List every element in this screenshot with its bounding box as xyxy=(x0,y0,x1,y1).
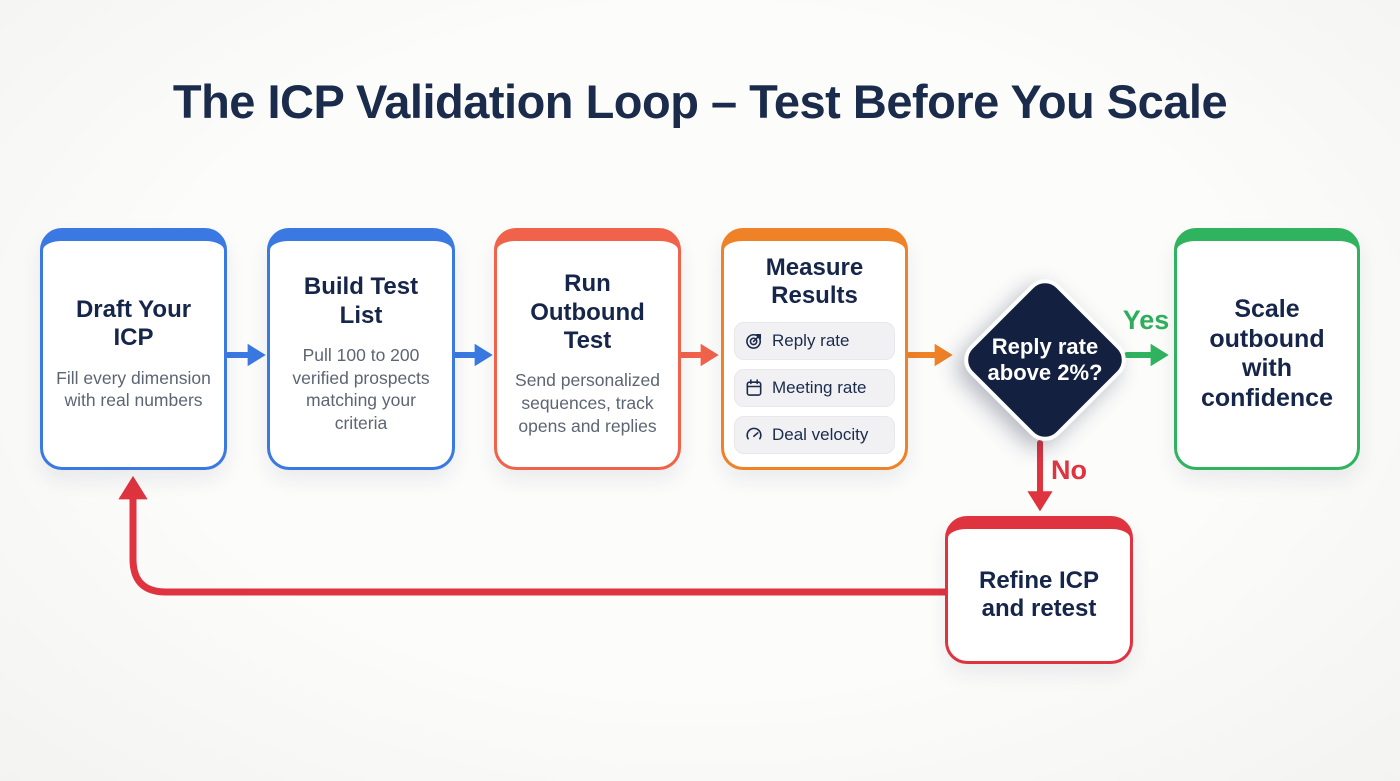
metric-list: Reply rate Meeting rate Deal velocity xyxy=(734,322,895,455)
yes-branch-label: Yes xyxy=(1122,305,1170,335)
gauge-icon xyxy=(746,427,762,440)
no-branch-label: No xyxy=(1051,455,1087,485)
decision-diamond: Reply rate above 2%? xyxy=(955,270,1135,450)
card-body: Fill every dimension with real numbers xyxy=(56,367,211,411)
page-title: The ICP Validation Loop – Test Before Yo… xyxy=(172,75,1228,128)
card-title: Build Test List xyxy=(303,273,419,329)
card-title: Run Outbound Test xyxy=(530,270,645,355)
metric-label: Reply rate xyxy=(772,331,850,351)
card-build-test-list: Build Test List Pull 100 to 200 verified… xyxy=(267,228,455,470)
metric-chip-reply-rate: Reply rate xyxy=(734,322,895,361)
target-icon xyxy=(746,334,762,350)
metric-chip-meeting-rate: Meeting rate xyxy=(734,369,895,408)
card-title: Measure Results xyxy=(765,253,864,309)
metric-label: Meeting rate xyxy=(772,378,867,398)
card-draft-your-icp: Draft Your ICP Fill every dimension with… xyxy=(40,228,227,470)
card-refine-icp: Refine ICP and retest xyxy=(945,516,1133,664)
arrow-loop-refine-to-draft xyxy=(118,475,949,596)
metric-label: Deal velocity xyxy=(772,425,869,445)
metric-chip-deal-velocity: Deal velocity xyxy=(734,416,895,455)
card-body: Send personalized sequences, track opens… xyxy=(515,370,660,436)
card-title: Scale outbound with confidence xyxy=(1201,295,1333,412)
decision-label: Reply rate above 2%? xyxy=(987,333,1103,385)
card-body: Pull 100 to 200 verified prospects match… xyxy=(292,344,430,434)
calendar-icon xyxy=(746,379,762,397)
card-run-outbound-test: Run Outbound Test Send personalized sequ… xyxy=(494,228,681,470)
card-title: Draft Your ICP xyxy=(75,295,192,352)
card-scale-outbound: Scale outbound with confidence xyxy=(1174,228,1360,470)
card-title: Refine ICP and retest xyxy=(978,566,1100,622)
card-measure-results: Measure Results Reply rate Meeting rate xyxy=(721,228,908,470)
